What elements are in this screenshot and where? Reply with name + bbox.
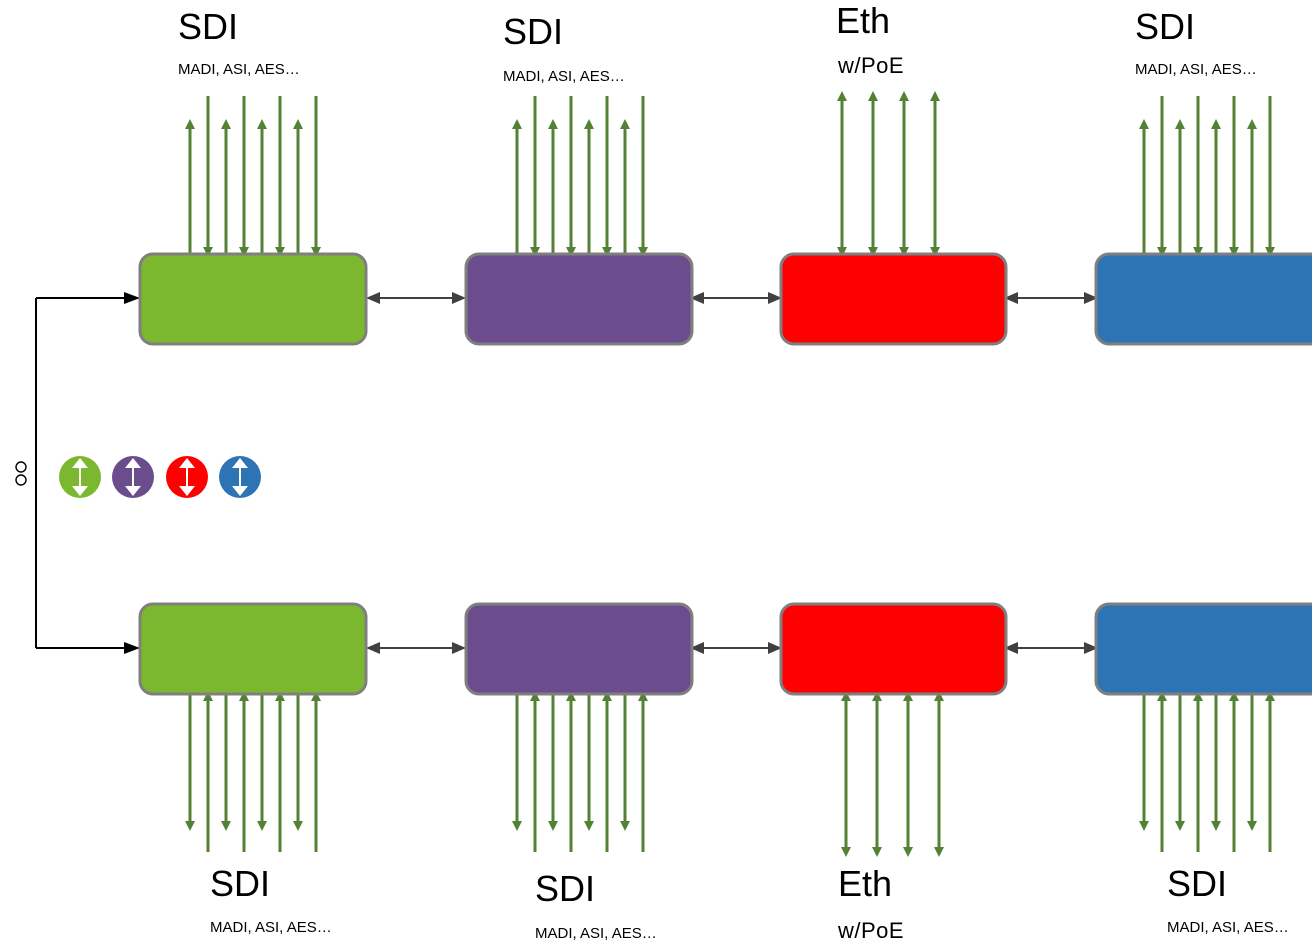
top-label-1-sub: MADI, ASI, AES…: [178, 61, 300, 78]
blue-bidirectional-icon: [219, 456, 261, 498]
bottom-label-2-main: SDI: [535, 868, 596, 909]
top-label-1-main: SDI: [178, 6, 239, 47]
bottom-label-3-main: Eth: [838, 863, 893, 904]
module-top-blue: [1094, 252, 1312, 346]
bottom-label-1-sub: MADI, ASI, AES…: [210, 919, 332, 936]
bottom-label-3-sub: w/PoE: [838, 918, 905, 943]
top-label-4-main: SDI: [1135, 6, 1196, 47]
green-bidirectional-icon: [59, 456, 101, 498]
bottom-label-1-main: SDI: [210, 863, 271, 904]
modules: [138, 252, 1312, 696]
top-label-2-sub: MADI, ASI, AES…: [503, 68, 625, 85]
bottom-label-4-main: SDI: [1167, 863, 1228, 904]
optical-splitter-icon: [15, 461, 27, 486]
module-bottom-purple: [464, 602, 694, 696]
module-top-purple: [464, 252, 694, 346]
top-label-3-sub: w/PoE: [838, 53, 905, 78]
red-bidirectional-icon: [166, 456, 208, 498]
module-bottom-green: [138, 602, 368, 696]
purple-bidirectional-icon: [112, 456, 154, 498]
module-top-green: [138, 252, 368, 346]
inter-module-links: [366, 292, 1098, 654]
top-signal-lines: [185, 91, 1275, 257]
top-label-4-sub: MADI, ASI, AES…: [1135, 61, 1257, 78]
top-label-3-main: Eth: [836, 0, 891, 41]
legend: [59, 456, 261, 498]
top-label-2-main: SDI: [503, 11, 564, 52]
module-bottom-blue: [1094, 602, 1312, 696]
bottom-label-2-sub: MADI, ASI, AES…: [535, 925, 657, 942]
module-top-red: [779, 252, 1008, 346]
module-bottom-red: [779, 602, 1008, 696]
feed-lines: [35, 292, 140, 654]
bottom-signal-lines: [185, 691, 1275, 857]
bottom-label-4-sub: MADI, ASI, AES…: [1167, 919, 1289, 936]
